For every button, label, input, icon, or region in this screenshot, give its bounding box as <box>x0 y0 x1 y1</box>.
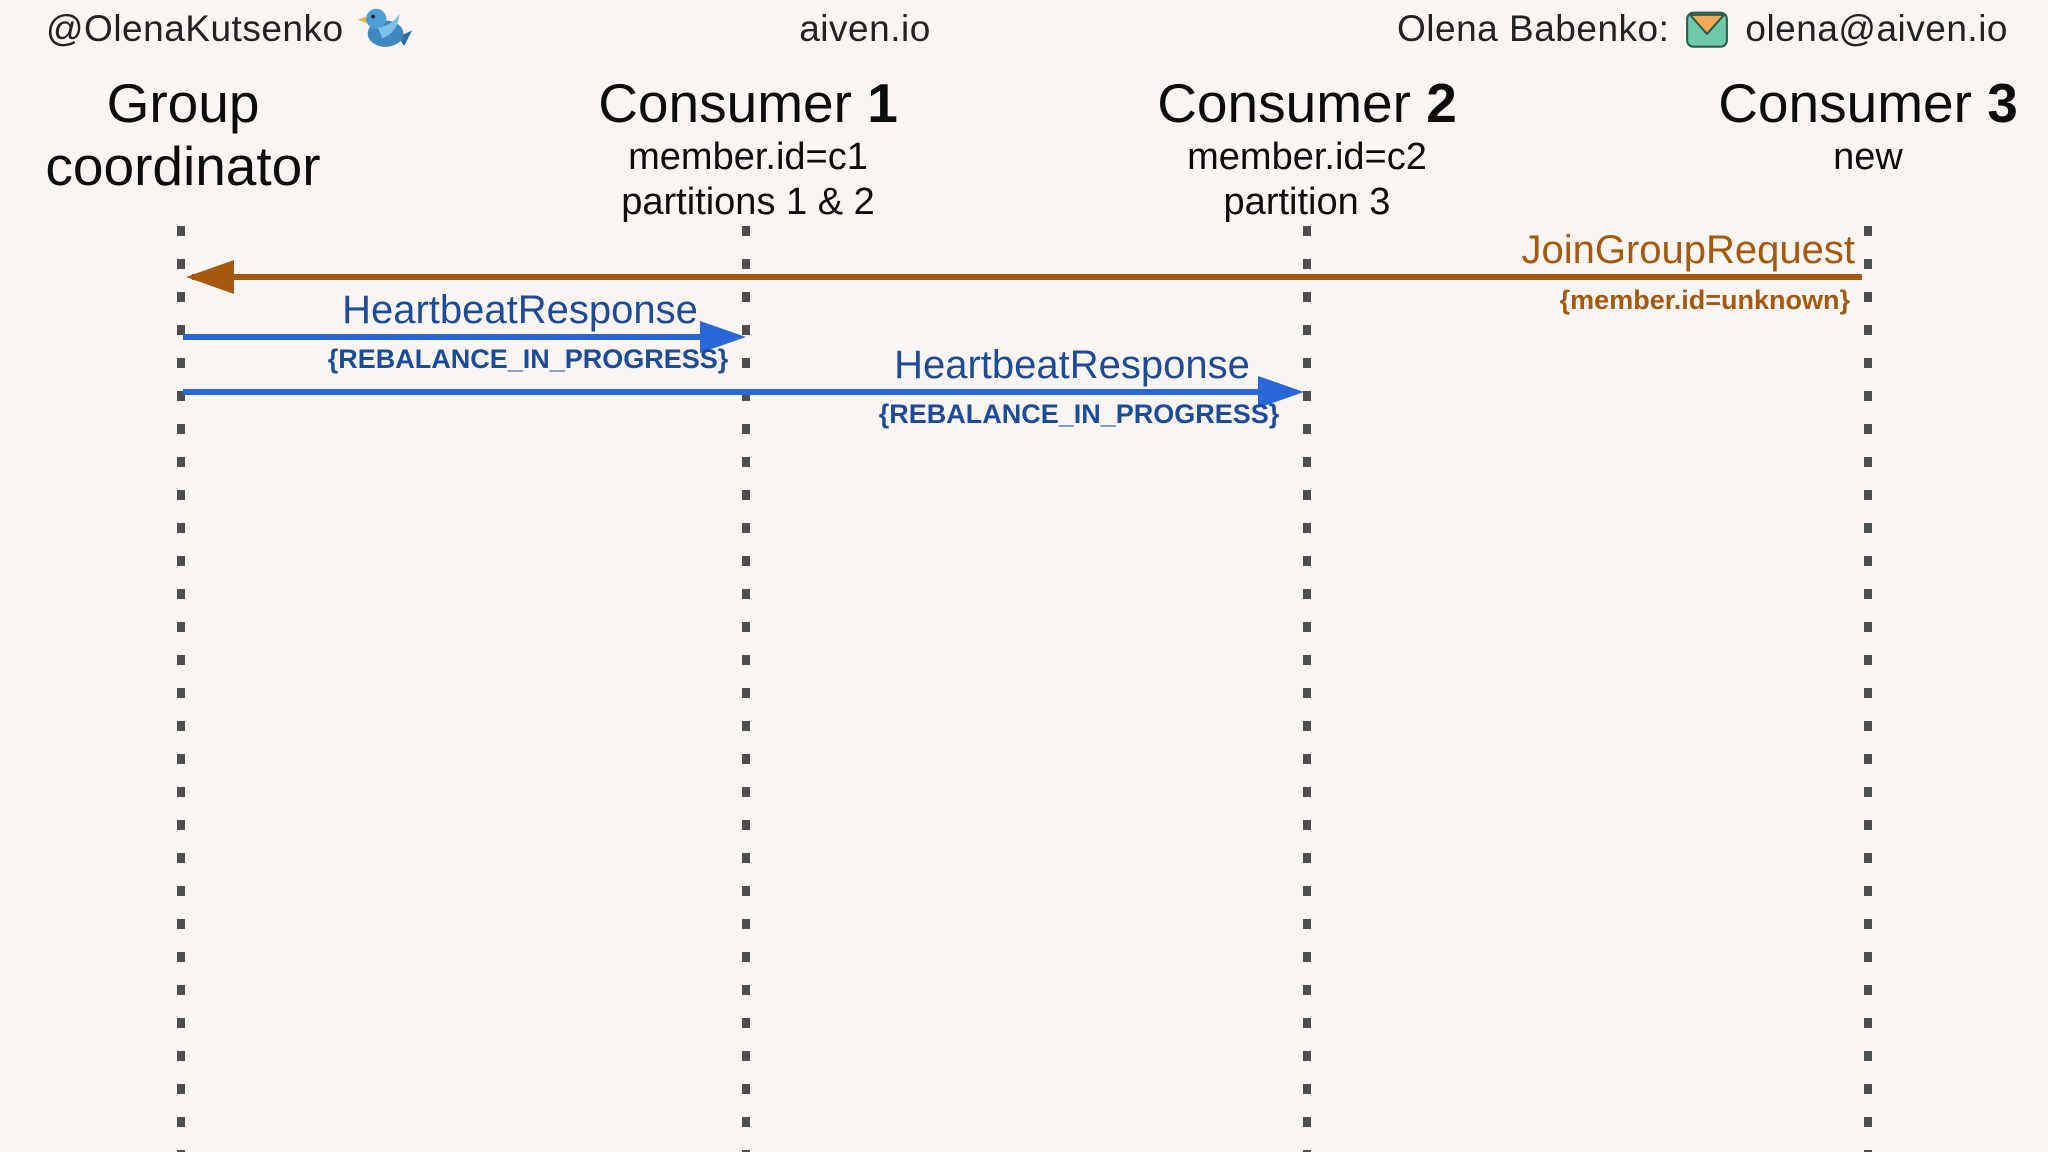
header-site: aiven.io <box>700 0 1030 58</box>
lifeline-consumer-3 <box>1864 226 1872 1152</box>
message-label: HeartbeatResponse <box>894 343 1250 387</box>
lifeline-consumer-2 <box>1303 226 1311 1152</box>
actor-subtitle: member.id=c2 <box>1187 136 1427 178</box>
message-line <box>183 389 1258 395</box>
message-label: JoinGroupRequest <box>1521 228 1855 272</box>
arrow-head-left-icon <box>186 260 234 294</box>
site-label: aiven.io <box>799 8 931 49</box>
actor-title: Group coordinator <box>45 72 321 197</box>
lifeline-consumer-1 <box>742 226 750 1152</box>
actor-subtitle: partitions 1 & 2 <box>621 181 875 223</box>
twitter-bird-icon <box>356 4 412 54</box>
message-sublabel: {REBALANCE_IN_PROGRESS} <box>327 344 729 374</box>
actor-subtitle: new <box>1833 136 1903 178</box>
actor-subtitle: partition 3 <box>1223 181 1391 223</box>
actor-group-coordinator: Group coordinator <box>13 72 353 198</box>
actor-consumer-3: Consumer 3 new <box>1668 72 2048 180</box>
actor-consumer-2: Consumer 2 member.id=c2 partition 3 <box>1107 72 1507 225</box>
header-right: Olena Babenko: olena@aiven.io <box>1397 0 2008 58</box>
header-left: @OlenaKutsenko <box>46 0 412 58</box>
contact-email: olena@aiven.io <box>1745 8 2008 49</box>
message-sublabel: {REBALANCE_IN_PROGRESS} <box>878 399 1280 429</box>
actor-subtitle: member.id=c1 <box>628 136 868 178</box>
envelope-icon <box>1683 7 1731 51</box>
actor-title: Consumer 3 <box>1718 72 2018 134</box>
actor-consumer-1: Consumer 1 member.id=c1 partitions 1 & 2 <box>548 72 948 225</box>
message-label: HeartbeatResponse <box>342 288 698 332</box>
arrow-head-right-icon <box>1258 376 1304 408</box>
twitter-handle: @OlenaKutsenko <box>46 8 344 49</box>
contact-name: Olena Babenko: <box>1397 8 1670 49</box>
actor-title: Consumer 1 <box>598 72 898 134</box>
arrow-head-right-icon <box>700 321 746 353</box>
message-line <box>183 334 700 340</box>
message-line <box>192 274 1862 280</box>
message-sublabel: {member.id=unknown} <box>1559 285 1850 315</box>
actor-title: Consumer 2 <box>1157 72 1457 134</box>
lifeline-group-coordinator <box>177 226 185 1152</box>
